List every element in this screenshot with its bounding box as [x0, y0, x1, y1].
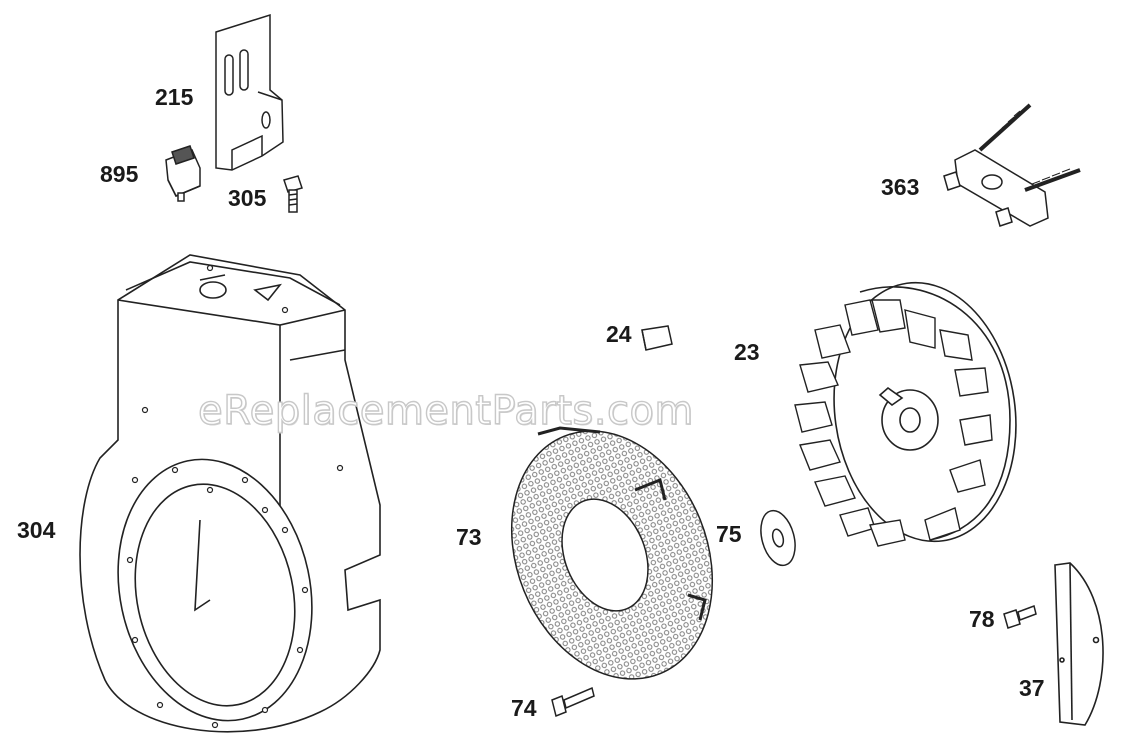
part-304-blower-housing: [79, 254, 381, 733]
part-23-flywheel: [794, 281, 1017, 547]
callout-78: 78: [969, 606, 995, 632]
part-215-bracket: [215, 13, 284, 171]
part-73-rotating-screen: [510, 426, 714, 680]
callout-895: 895: [100, 161, 139, 187]
part-24-key: [641, 325, 673, 351]
callout-75: 75: [716, 521, 742, 547]
callout-215: 215: [155, 84, 194, 110]
callout-304: 304: [17, 517, 56, 543]
part-305-screw: [283, 175, 303, 213]
callout-363: 363: [881, 174, 920, 200]
callout-74: 74: [511, 695, 537, 721]
part-75-washer: [760, 509, 796, 567]
callout-73: 73: [456, 524, 482, 550]
watermark: eReplacementParts.com: [197, 387, 694, 434]
callout-24: 24: [606, 321, 632, 347]
part-78-screw: [1003, 605, 1037, 629]
part-37-air-guide: [1054, 562, 1104, 726]
part-895-switch: [165, 145, 201, 202]
part-363-armature: [943, 103, 1081, 227]
callout-37: 37: [1019, 675, 1045, 701]
part-74-screw: [551, 686, 595, 718]
callout-305: 305: [228, 185, 267, 211]
callout-23: 23: [734, 339, 760, 365]
